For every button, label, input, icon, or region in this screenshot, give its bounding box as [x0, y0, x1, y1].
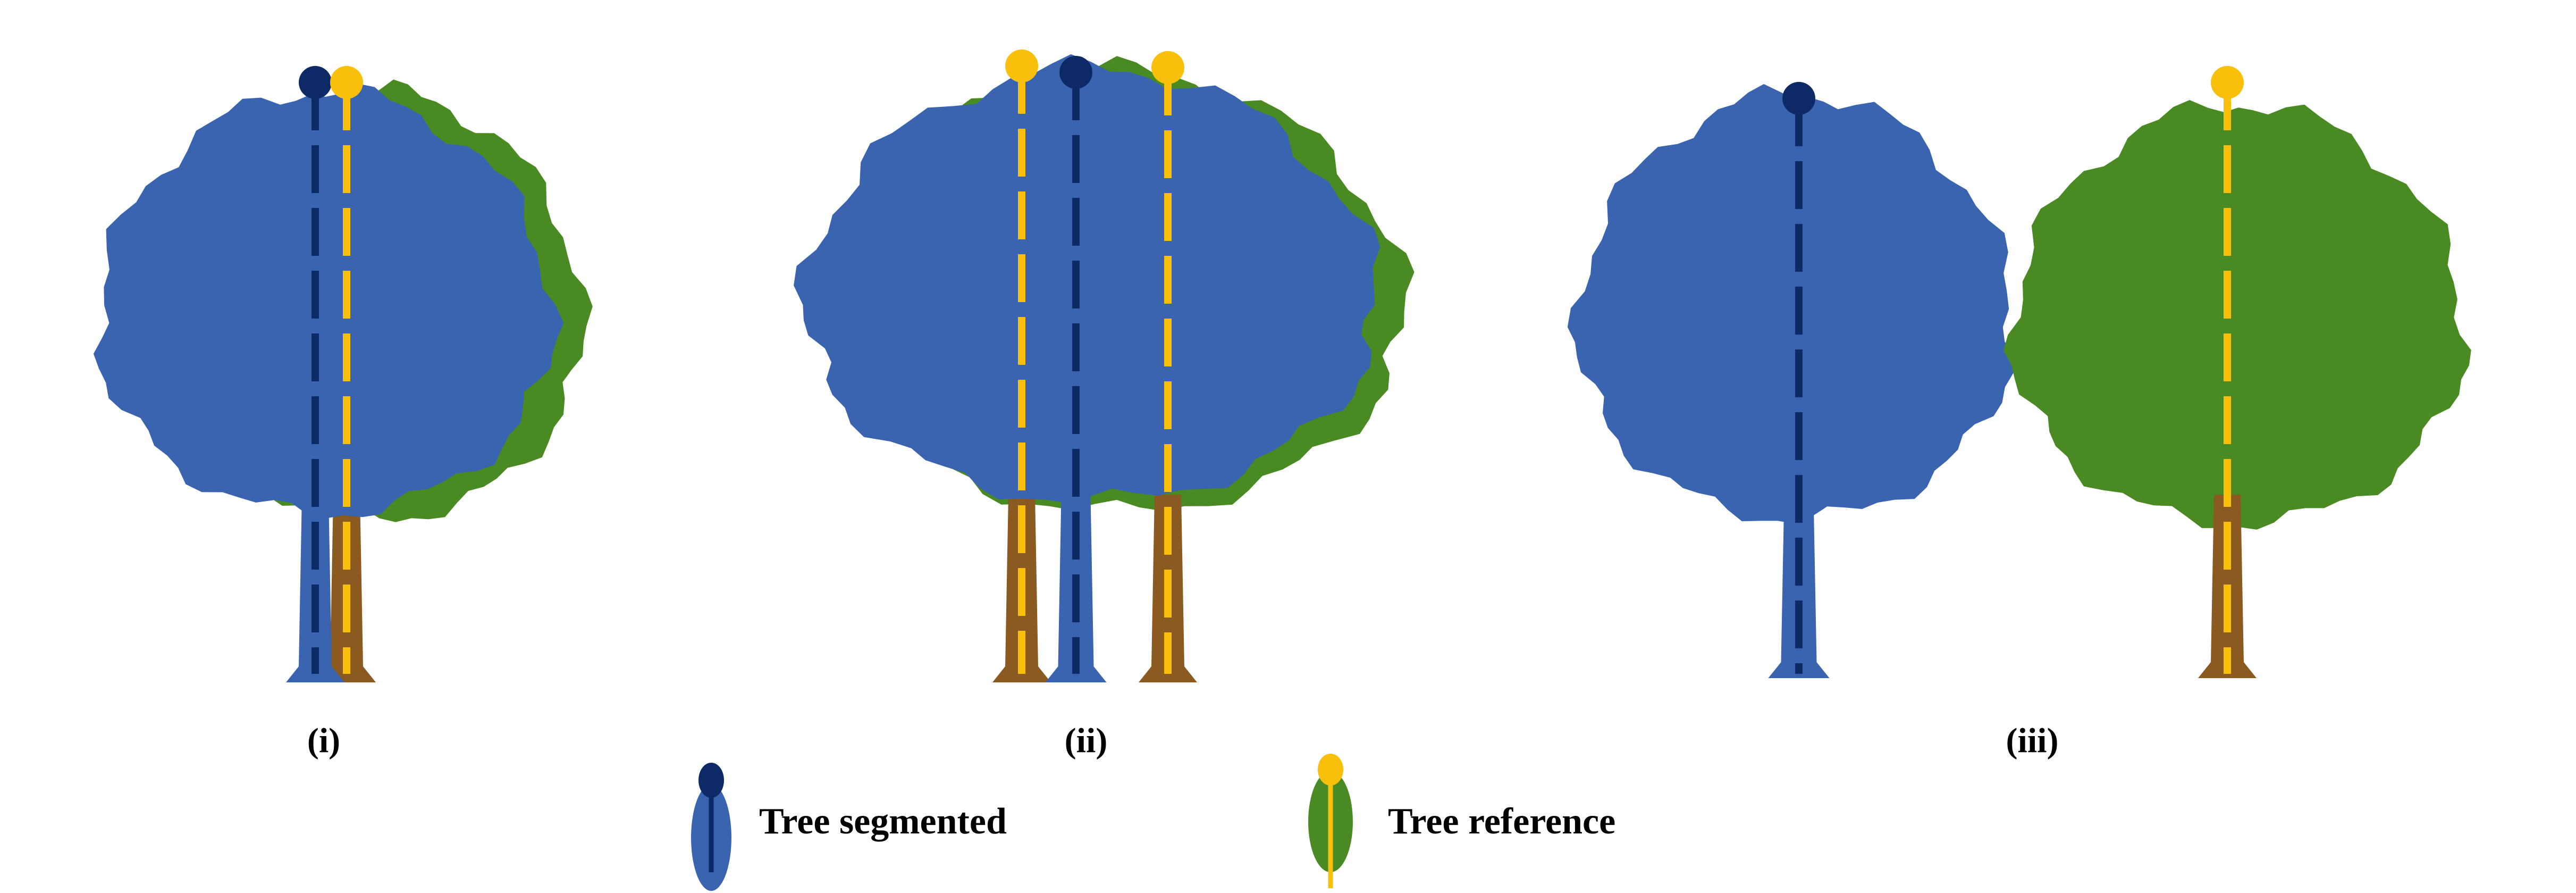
segmented-canopy — [93, 84, 564, 519]
marker-head — [299, 66, 332, 99]
reference-marker — [1151, 51, 1184, 674]
segmented-canopy — [1567, 84, 2015, 524]
panel-label-ii: (ii) — [1064, 721, 1108, 760]
marker-head — [2211, 66, 2244, 99]
legend-reference-icon — [1308, 754, 1353, 888]
marker-head — [1059, 56, 1092, 89]
reference-marker — [1005, 49, 1038, 674]
reference-marker — [330, 66, 363, 674]
marker-head — [1151, 51, 1184, 84]
segmented-marker — [1782, 82, 1815, 674]
legend-segmented-label: Tree segmented — [759, 801, 1007, 842]
legend-reference-label: Tree reference — [1388, 801, 1616, 842]
panel-label-iii: (iii) — [2006, 721, 2059, 760]
reference-canopy — [2003, 100, 2471, 530]
legend-marker-head — [698, 763, 724, 798]
segmented-trunk — [1768, 495, 1830, 678]
panel-label-i: (i) — [307, 721, 341, 760]
segmented-marker — [1059, 56, 1092, 674]
marker-head — [1005, 49, 1038, 82]
segmented-marker — [299, 66, 332, 674]
reference-marker — [2211, 66, 2244, 674]
marker-head — [330, 66, 363, 99]
legend-marker-head — [1318, 754, 1343, 786]
segmented-canopy — [794, 54, 1380, 503]
marker-head — [1782, 82, 1815, 115]
legend-segmented-icon — [691, 763, 731, 891]
